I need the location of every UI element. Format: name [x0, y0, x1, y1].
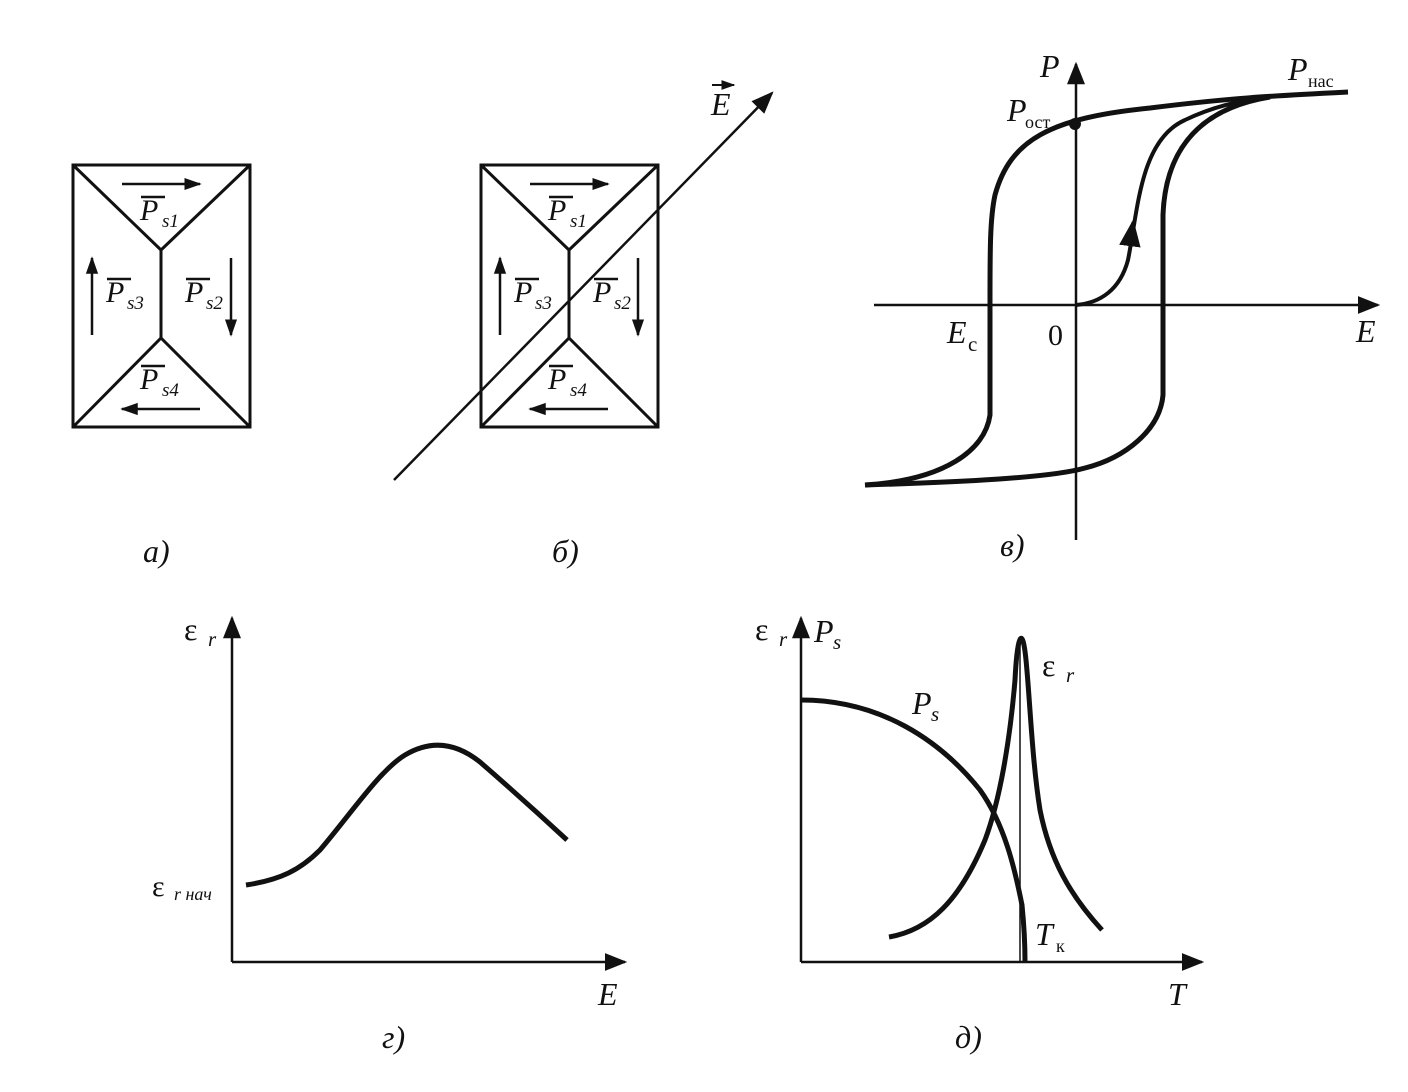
- svg-text:s4: s4: [162, 380, 179, 401]
- panel-g: ε r E ε r нач г): [152, 611, 628, 1055]
- curie-temperature-label: T к: [1035, 916, 1065, 956]
- svg-text:s3: s3: [535, 293, 552, 314]
- domain-s3-label: P s3: [513, 276, 552, 314]
- svg-text:E: E: [597, 976, 618, 1012]
- svg-text:к: к: [1056, 936, 1065, 956]
- svg-text:s3: s3: [127, 293, 144, 314]
- y-axis-ps-label: P s: [813, 613, 841, 654]
- svg-text:P: P: [184, 276, 203, 309]
- svg-text:r: r: [1066, 663, 1075, 687]
- panel-v: P E 0 E c P ост P нас в): [864, 48, 1381, 563]
- remanent-point: [1069, 118, 1081, 130]
- svg-text:s: s: [833, 630, 841, 654]
- y-axis-label: P: [1039, 48, 1060, 84]
- hysteresis-outer-upper: [864, 89, 1349, 488]
- svg-text:P: P: [592, 276, 611, 309]
- ps-curve-label: P s: [911, 685, 939, 726]
- svg-text:E: E: [710, 86, 731, 122]
- permittivity-vs-temperature-curve: [888, 635, 1104, 940]
- svg-text:E: E: [1355, 313, 1376, 349]
- svg-text:ε: ε: [184, 611, 197, 647]
- domain-s4-label: P s4: [547, 363, 587, 401]
- svg-text:s: s: [931, 702, 939, 726]
- svg-text:P: P: [547, 194, 566, 227]
- domain-s1-label: P s1: [547, 194, 587, 232]
- spontaneous-polarization-curve: [800, 697, 1028, 963]
- crystal-frame: [71, 163, 252, 429]
- x-axis-label: T: [1168, 976, 1188, 1012]
- y-axis-label: ε r: [184, 611, 217, 651]
- svg-text:ост: ост: [1025, 112, 1050, 132]
- x-axis-label: E: [597, 976, 618, 1012]
- remanent-polarization-label: P ост: [1006, 92, 1050, 132]
- panel-g-caption: г): [382, 1019, 405, 1055]
- svg-text:r: r: [779, 627, 788, 651]
- svg-text:c: c: [968, 332, 977, 356]
- svg-text:нас: нас: [1308, 71, 1334, 91]
- svg-text:s1: s1: [570, 211, 587, 232]
- svg-text:T: T: [1035, 916, 1055, 952]
- coercive-field-label: E c: [946, 314, 977, 356]
- initial-polarization-curve: [1075, 95, 1271, 307]
- svg-text:ε: ε: [1042, 647, 1055, 683]
- domain-s2-label: P s2: [184, 276, 223, 314]
- origin-label: 0: [1048, 319, 1063, 352]
- svg-text:P: P: [911, 685, 932, 721]
- field-direction-line: [393, 91, 774, 481]
- x-axis-label: E: [1355, 313, 1376, 349]
- panel-b-caption: б): [552, 533, 579, 569]
- svg-text:P: P: [1006, 92, 1027, 128]
- svg-text:P: P: [813, 613, 834, 649]
- saturation-polarization-label: P нас: [1287, 51, 1334, 91]
- hysteresis-outer-lower: [864, 94, 1271, 488]
- domain-s3-label: P s3: [105, 276, 144, 314]
- initial-curve-arrow: [1119, 219, 1141, 248]
- crystal-frame: [479, 163, 660, 429]
- svg-text:T: T: [1168, 976, 1188, 1012]
- svg-text:r нач: r нач: [174, 884, 212, 904]
- svg-text:E: E: [946, 314, 967, 350]
- svg-text:P: P: [513, 276, 532, 309]
- svg-text:P: P: [1287, 51, 1308, 87]
- panel-d-caption: д): [955, 1019, 982, 1055]
- initial-permittivity-label: ε r нач: [152, 870, 212, 904]
- domain-walls: [479, 163, 660, 429]
- svg-text:P: P: [105, 276, 124, 309]
- svg-text:P: P: [139, 194, 158, 227]
- eps-curve-label: ε r: [1042, 647, 1075, 687]
- svg-text:s1: s1: [162, 211, 179, 232]
- field-label: E: [710, 80, 736, 122]
- domain-s2-label: P s2: [592, 276, 631, 314]
- svg-text:s4: s4: [570, 380, 587, 401]
- svg-text:s2: s2: [614, 293, 631, 314]
- svg-text:ε: ε: [755, 611, 768, 647]
- panel-a-caption: а): [143, 533, 170, 569]
- y-axis-eps-label: ε r: [755, 611, 788, 651]
- svg-text:P: P: [139, 363, 158, 396]
- svg-text:s2: s2: [206, 293, 223, 314]
- panel-a: P s1 P s2 P s3 P s4 а): [71, 163, 252, 569]
- panel-b: E P s1 P s2 P s3 P s4 б): [393, 80, 774, 569]
- panel-v-caption: в): [1000, 527, 1025, 563]
- domain-s4-label: P s4: [139, 363, 179, 401]
- svg-text:P: P: [1039, 48, 1060, 84]
- permittivity-vs-field-curve: [245, 742, 569, 888]
- domain-s1-label: P s1: [139, 194, 179, 232]
- svg-text:ε: ε: [152, 870, 165, 903]
- domain-walls: [71, 163, 252, 429]
- panel-d: ε r P s T P s ε r T к д): [755, 611, 1205, 1055]
- svg-text:P: P: [547, 363, 566, 396]
- svg-text:r: r: [208, 627, 217, 651]
